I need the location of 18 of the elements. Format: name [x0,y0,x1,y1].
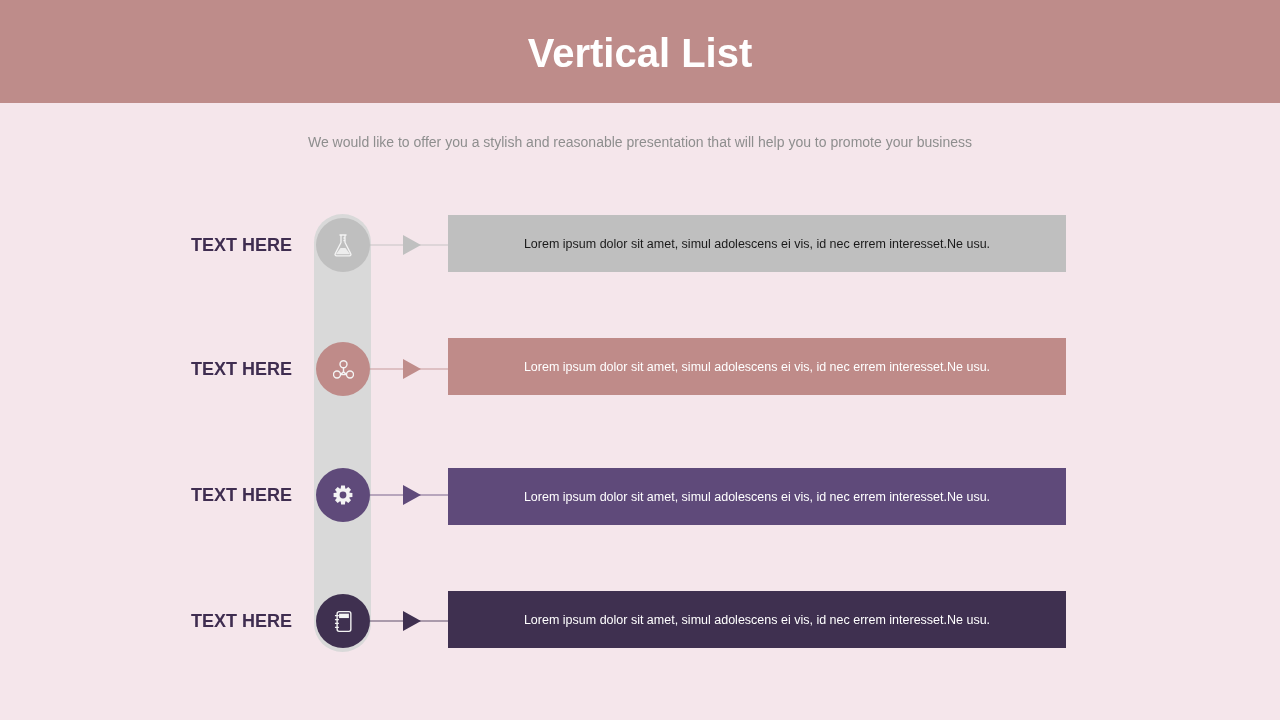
item-heading: TEXT HERE [191,358,292,380]
description-text: Lorem ipsum dolor sit amet, simul adolescens ei vis, id nec errem interesset.Ne usu. [523,611,991,628]
item-heading: TEXT HERE [191,484,292,506]
arrow [369,485,449,505]
description-text: Lorem ipsum dolor sit amet, simul adolescens ei vis, id nec errem interesset.Ne usu. [523,488,991,505]
list-bar [448,591,1066,648]
list-bar [448,468,1066,525]
subtitle-text: We would like to offer you a stylish and reasonable presentation that will help you to promote your business [307,133,973,151]
arrow [369,611,449,631]
arrow [369,235,449,255]
list-bar [448,338,1066,395]
arrow [369,359,449,379]
item-heading: TEXT HERE [191,610,292,632]
item-heading: TEXT HERE [191,234,292,256]
list-bar [448,215,1066,272]
description-text: Lorem ipsum dolor sit amet, simul adolescens ei vis, id nec errem interesset.Ne usu. [523,235,991,252]
slide-title: Vertical List [527,30,753,77]
description-text: Lorem ipsum dolor sit amet, simul adolescens ei vis, id nec errem interesset.Ne usu. [523,358,991,375]
